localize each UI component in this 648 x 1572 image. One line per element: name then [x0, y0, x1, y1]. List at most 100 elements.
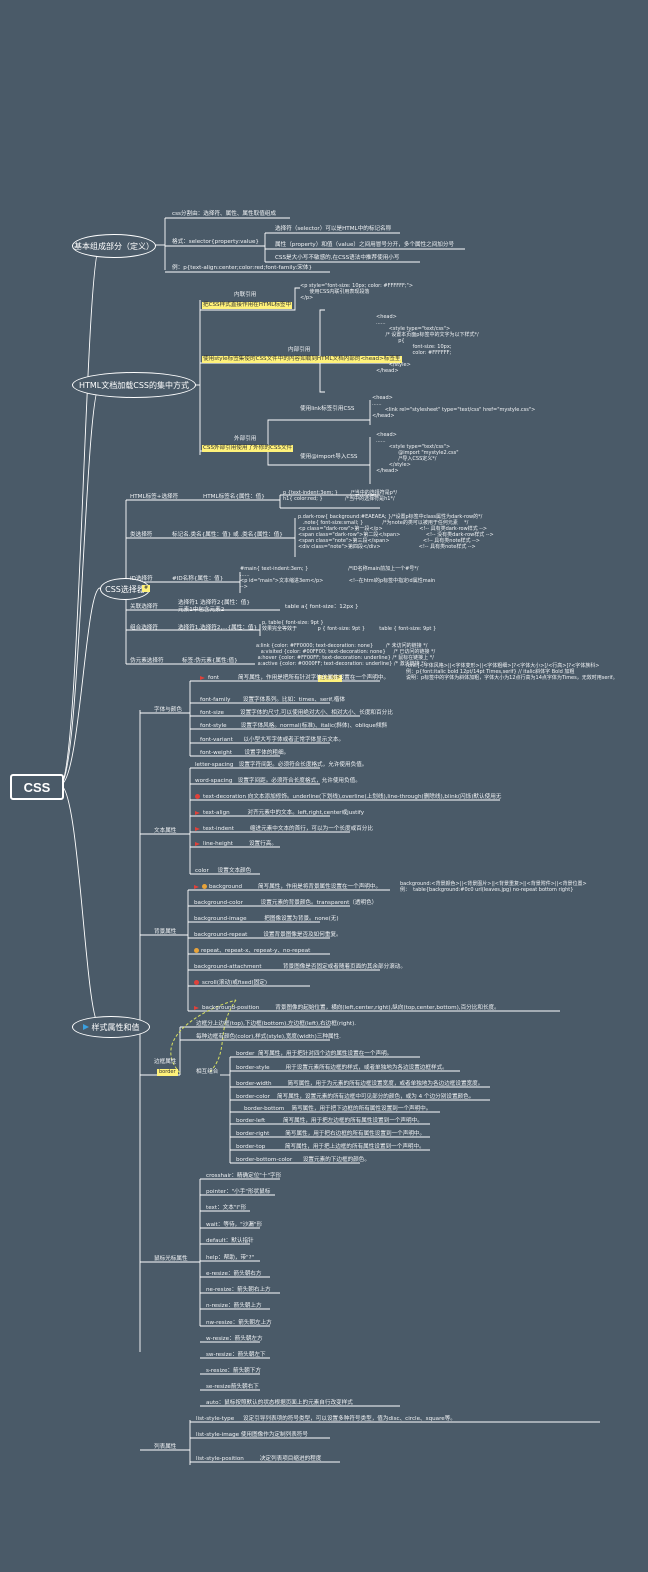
cursor-item: se-resize箭头朝右下 — [206, 1384, 259, 1390]
border-item: border-style 用于设置元素所有边框的样式，或者单独地为各边设置边框样… — [236, 1065, 448, 1071]
border-item: border-top 简写属性，用于把上边框的所有属性设置到一个声明中。 — [236, 1144, 425, 1150]
cursor-item: help：帮助，带"?" — [206, 1255, 255, 1261]
red-flag-icon — [195, 810, 200, 815]
border-item: border 简写属性，用于把针对四个边的属性设置在一个声明。 — [236, 1051, 393, 1057]
basic-property-note: 属性（property）和值（value）之间用冒号分开，多个属性之间加分号 — [275, 242, 455, 248]
text-item: word-spacing 设置字间距。必须符合长度格式，允许使用负值。 — [195, 778, 361, 784]
id-selector-tag: # — [142, 585, 151, 592]
text-item: color 设置文本颜色 — [195, 868, 252, 874]
link-code: <head> ...... <link rel="stylesheet" typ… — [372, 395, 536, 419]
pseudo-selector: 伪元素选择符 — [130, 658, 164, 664]
inline-code: <p style="font-size: 10px; color: #FFFFF… — [300, 283, 414, 301]
font-item: font-variant 以小型大写字体或者正常字体显示文本。 — [200, 737, 345, 743]
root-to-basic-line — [59, 244, 101, 786]
cursor-item: s-resize：箭头朝下方 — [206, 1368, 261, 1374]
border-item: border-right 简写属性，用于把右边框的所有属性设置到一个声明中。 — [236, 1131, 426, 1137]
basic-case-note: CSS是大小写不敏感的,在CSS语法中推荐使用小写 — [275, 255, 400, 261]
text-item: text-decoration 向文本添加修饰。underline(下划线),o… — [195, 794, 501, 801]
bg-head: background — [194, 884, 242, 891]
relation-selector: 关联选择符 — [130, 604, 158, 610]
red-flag-icon — [195, 841, 200, 846]
list-item: list-style-image 使用图像作为定制列表符号 — [196, 1432, 308, 1438]
group-selector: 组合选择符 — [130, 625, 158, 631]
branch-styles[interactable]: 样式属性和值 — [72, 1016, 150, 1038]
class-selector-code: p.dark-row{ background:#EAEAEA; }/*设置p标签… — [298, 514, 494, 550]
cursor-item: pointer："小手"形状鼠标 — [206, 1189, 271, 1195]
font-head: font — [200, 675, 219, 682]
font-group: 字体与颜色 — [154, 707, 182, 713]
class-selector-rule: 标记名.类名{属性：值} 或 .类名{属性：值} — [172, 532, 283, 538]
text-item: text-align 对齐元素中的文本。left,right,center或ju… — [195, 810, 364, 817]
bg-item: background-position 背景图像的起始位置，横向(left,ce… — [194, 1005, 500, 1012]
id-selector: ID选择符 — [130, 576, 153, 582]
border-item: border-width 简写属性，用于为元素的所有边框设置宽度，或者单独地为各… — [236, 1081, 484, 1087]
import-label: 使用@import导入CSS — [300, 454, 358, 460]
inline-desc: 把CSS样式直接作用在HTML标签中 — [202, 302, 293, 309]
font-item: font-weight 设置字体的粗细。 — [200, 750, 290, 756]
basic-selector-note: 选择符（selector）可以是HTML中的标记名称 — [275, 226, 392, 232]
list-group: 列表属性 — [154, 1444, 177, 1450]
font-item: font-size 设置字体的尺寸,可以使用绝对大小、相对大小、长度和百分比 — [200, 710, 393, 716]
cursor-item: default：默认指针 — [206, 1238, 254, 1244]
pseudo-selector-code: a:link {color: #FF0000; text-decoration:… — [256, 643, 436, 667]
text-item: text-indent 缩进元素中文本的首行，可以为一个长度或百分比 — [195, 826, 373, 833]
root-to-styles-line — [59, 784, 101, 1027]
text-group: 文本属性 — [154, 828, 177, 834]
red-flag-icon — [194, 1005, 199, 1010]
border-top-note: 边框分上边框(top),下边框(bottom),左边框(left),右边框(ri… — [196, 1021, 357, 1027]
font-head-desc: 简写属性，作用是把所有针对字体的属性设置在一个声明中。 — [238, 675, 390, 681]
border-combo: 相互组合 — [196, 1069, 219, 1075]
text-item: letter-spacing 设置字符间距。必须符合长度格式，允许使用负值。 — [195, 762, 368, 768]
border-item: border-left 简写属性，用于把左边框的所有属性设置到一个声明中。 — [236, 1118, 423, 1124]
group-selector-rule: 选择符1,选择符2,...{属性：值} — [178, 625, 258, 631]
internal-label: 内部引用 — [288, 347, 311, 353]
branch-html[interactable]: HTML文档加载CSS的集中方式 — [72, 372, 196, 398]
id-selector-rule: #ID名称{属性：值} — [172, 576, 224, 582]
pseudo-order-tag: 注意顺序 — [318, 675, 343, 682]
class-selector: 类选择符 — [130, 532, 153, 538]
import-code: <head> ...... <style type="text/css"> @i… — [376, 432, 459, 474]
bg-head-note: background:<背景颜色>||<背景图片>||<背景重复>||<背景附件… — [400, 881, 587, 893]
border-item: border-color 简写属性，设置元素的所有边框中可见部分的颜色，或为 4… — [236, 1094, 475, 1100]
root-node[interactable]: CSS — [10, 774, 64, 800]
red-dot-icon — [194, 980, 199, 985]
cursor-item: ne-resize：箭头朝右上方 — [206, 1287, 271, 1293]
html-selector-rule: HTML标签名{属性：值} — [203, 494, 265, 500]
internal-code: <head> ...... <style type="text/css"> /*… — [376, 314, 479, 374]
root-to-html-line — [59, 384, 101, 786]
bg-item: scroll(滚动)或fixed(固定) — [194, 980, 267, 987]
branch-basic[interactable]: 基本组成部分（定义） — [72, 234, 156, 258]
border-group: 边框属性 — [154, 1059, 177, 1065]
group-selector-code: p, table{ font-size: 9pt } 效果完全等效于 p { f… — [262, 620, 437, 632]
bg-item: background-color 设置元素的背景颜色。transparent（透… — [194, 900, 378, 906]
link-label: 使用link标签引用CSS — [300, 406, 355, 412]
border-tag: border — [157, 1069, 178, 1076]
bg-item: background-image 把图像设置为背景。none(无) — [194, 916, 339, 922]
list-item: list-style-type 设定引导列表项的符号类型，可以设置多种符号类型，… — [196, 1416, 456, 1422]
cursor-item: auto：鼠标按照默认的状态根据页面上的元素自行改变样式 — [206, 1400, 353, 1406]
root-to-selectors-line — [59, 587, 101, 786]
inline-label: 内联引用 — [234, 292, 257, 298]
pseudo-selector-rule: 标签:伪元素{属性:值} — [182, 658, 238, 664]
font-item: font-family 设置字体系列。比如：times、serif,楷体 — [200, 697, 346, 703]
cursor-item: n-resize：箭头朝上方 — [206, 1303, 262, 1309]
red-dot-icon — [195, 794, 200, 799]
orange-dot-icon — [194, 948, 199, 953]
html-selector: HTML标签+选择符 — [130, 494, 179, 500]
border-dashed-link — [170, 999, 237, 1074]
basic-example: 例：p{text-align:center;color:red;font-fam… — [172, 265, 313, 271]
orange-dot-icon — [202, 884, 207, 889]
red-flag-icon — [195, 826, 200, 831]
bg-item: background-repeat 设置背景图像是否及如何重复。 — [194, 932, 342, 938]
border-item: border-bottom 简写属性，用于把下边框的所有属性设置到一个声明中。 — [244, 1106, 432, 1112]
id-selector-code: #main{ text-indent:3em; } /*ID名称main前加上一… — [240, 566, 436, 590]
relation-selector-code: table a{ font-size：12px } — [285, 604, 359, 610]
external-label: 外部引用 — [234, 436, 257, 442]
bg-item: repeat、repeat-x、repeat-y、no-repeat — [194, 948, 310, 955]
internal-desc: 使用style标签集使的CSS文件中的内容如载到HTML文档内部的<head>标… — [202, 356, 402, 363]
html-selector-code: p {text-indent:3em; } /*当中的选择符是p*/ h1{ c… — [283, 490, 398, 502]
red-flag-icon — [194, 884, 199, 889]
list-item: list-style-position 决定列表项目缩进的程度 — [196, 1456, 322, 1462]
